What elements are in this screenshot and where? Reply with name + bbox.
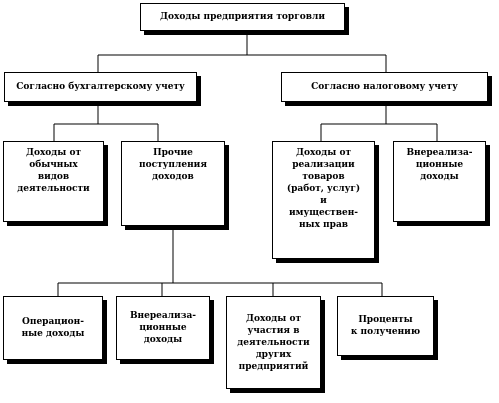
- tax-nonsale-income-label: Внереализа- ционные доходы: [406, 148, 473, 182]
- sales-income-label: Доходы от реализации товаров (работ, усл…: [286, 148, 361, 230]
- ordinary-income-node: Доходы от обычных видов деятельности: [3, 141, 104, 222]
- sales-income-node: Доходы от реализации товаров (работ, усл…: [272, 141, 375, 259]
- ordinary-income-label: Доходы от обычных видов деятельности: [17, 148, 90, 194]
- interest-node: Проценты к получению: [337, 296, 434, 356]
- accounting-node-label: Согласно бухгалтерскому учету: [16, 82, 185, 92]
- participation-income-label: Доходы от участия в деятельности других …: [237, 313, 310, 372]
- accounting-node: Согласно бухгалтерскому учету: [4, 72, 197, 102]
- participation-income-node: Доходы от участия в деятельности других …: [226, 296, 321, 389]
- tax-nonsale-income-node: Внереализа- ционные доходы: [393, 141, 486, 222]
- nonsale-income-label: Внереализа- ционные доходы: [129, 311, 197, 345]
- tax-node-label: Согласно налоговому учету: [311, 82, 458, 92]
- other-income-node: Прочие поступления доходов: [121, 141, 225, 226]
- other-income-label: Прочие поступления доходов: [139, 148, 207, 182]
- operating-income-label: Операцион- ные доходы: [21, 317, 85, 339]
- root-node-label: Доходы предприятия торговли: [159, 12, 326, 22]
- interest-label: Проценты к получению: [350, 315, 421, 337]
- operating-income-node: Операцион- ные доходы: [3, 296, 103, 360]
- root-node: Доходы предприятия торговли: [140, 3, 345, 31]
- tax-node: Согласно налоговому учету: [281, 72, 488, 102]
- nonsale-income-node: Внереализа- ционные доходы: [116, 296, 210, 360]
